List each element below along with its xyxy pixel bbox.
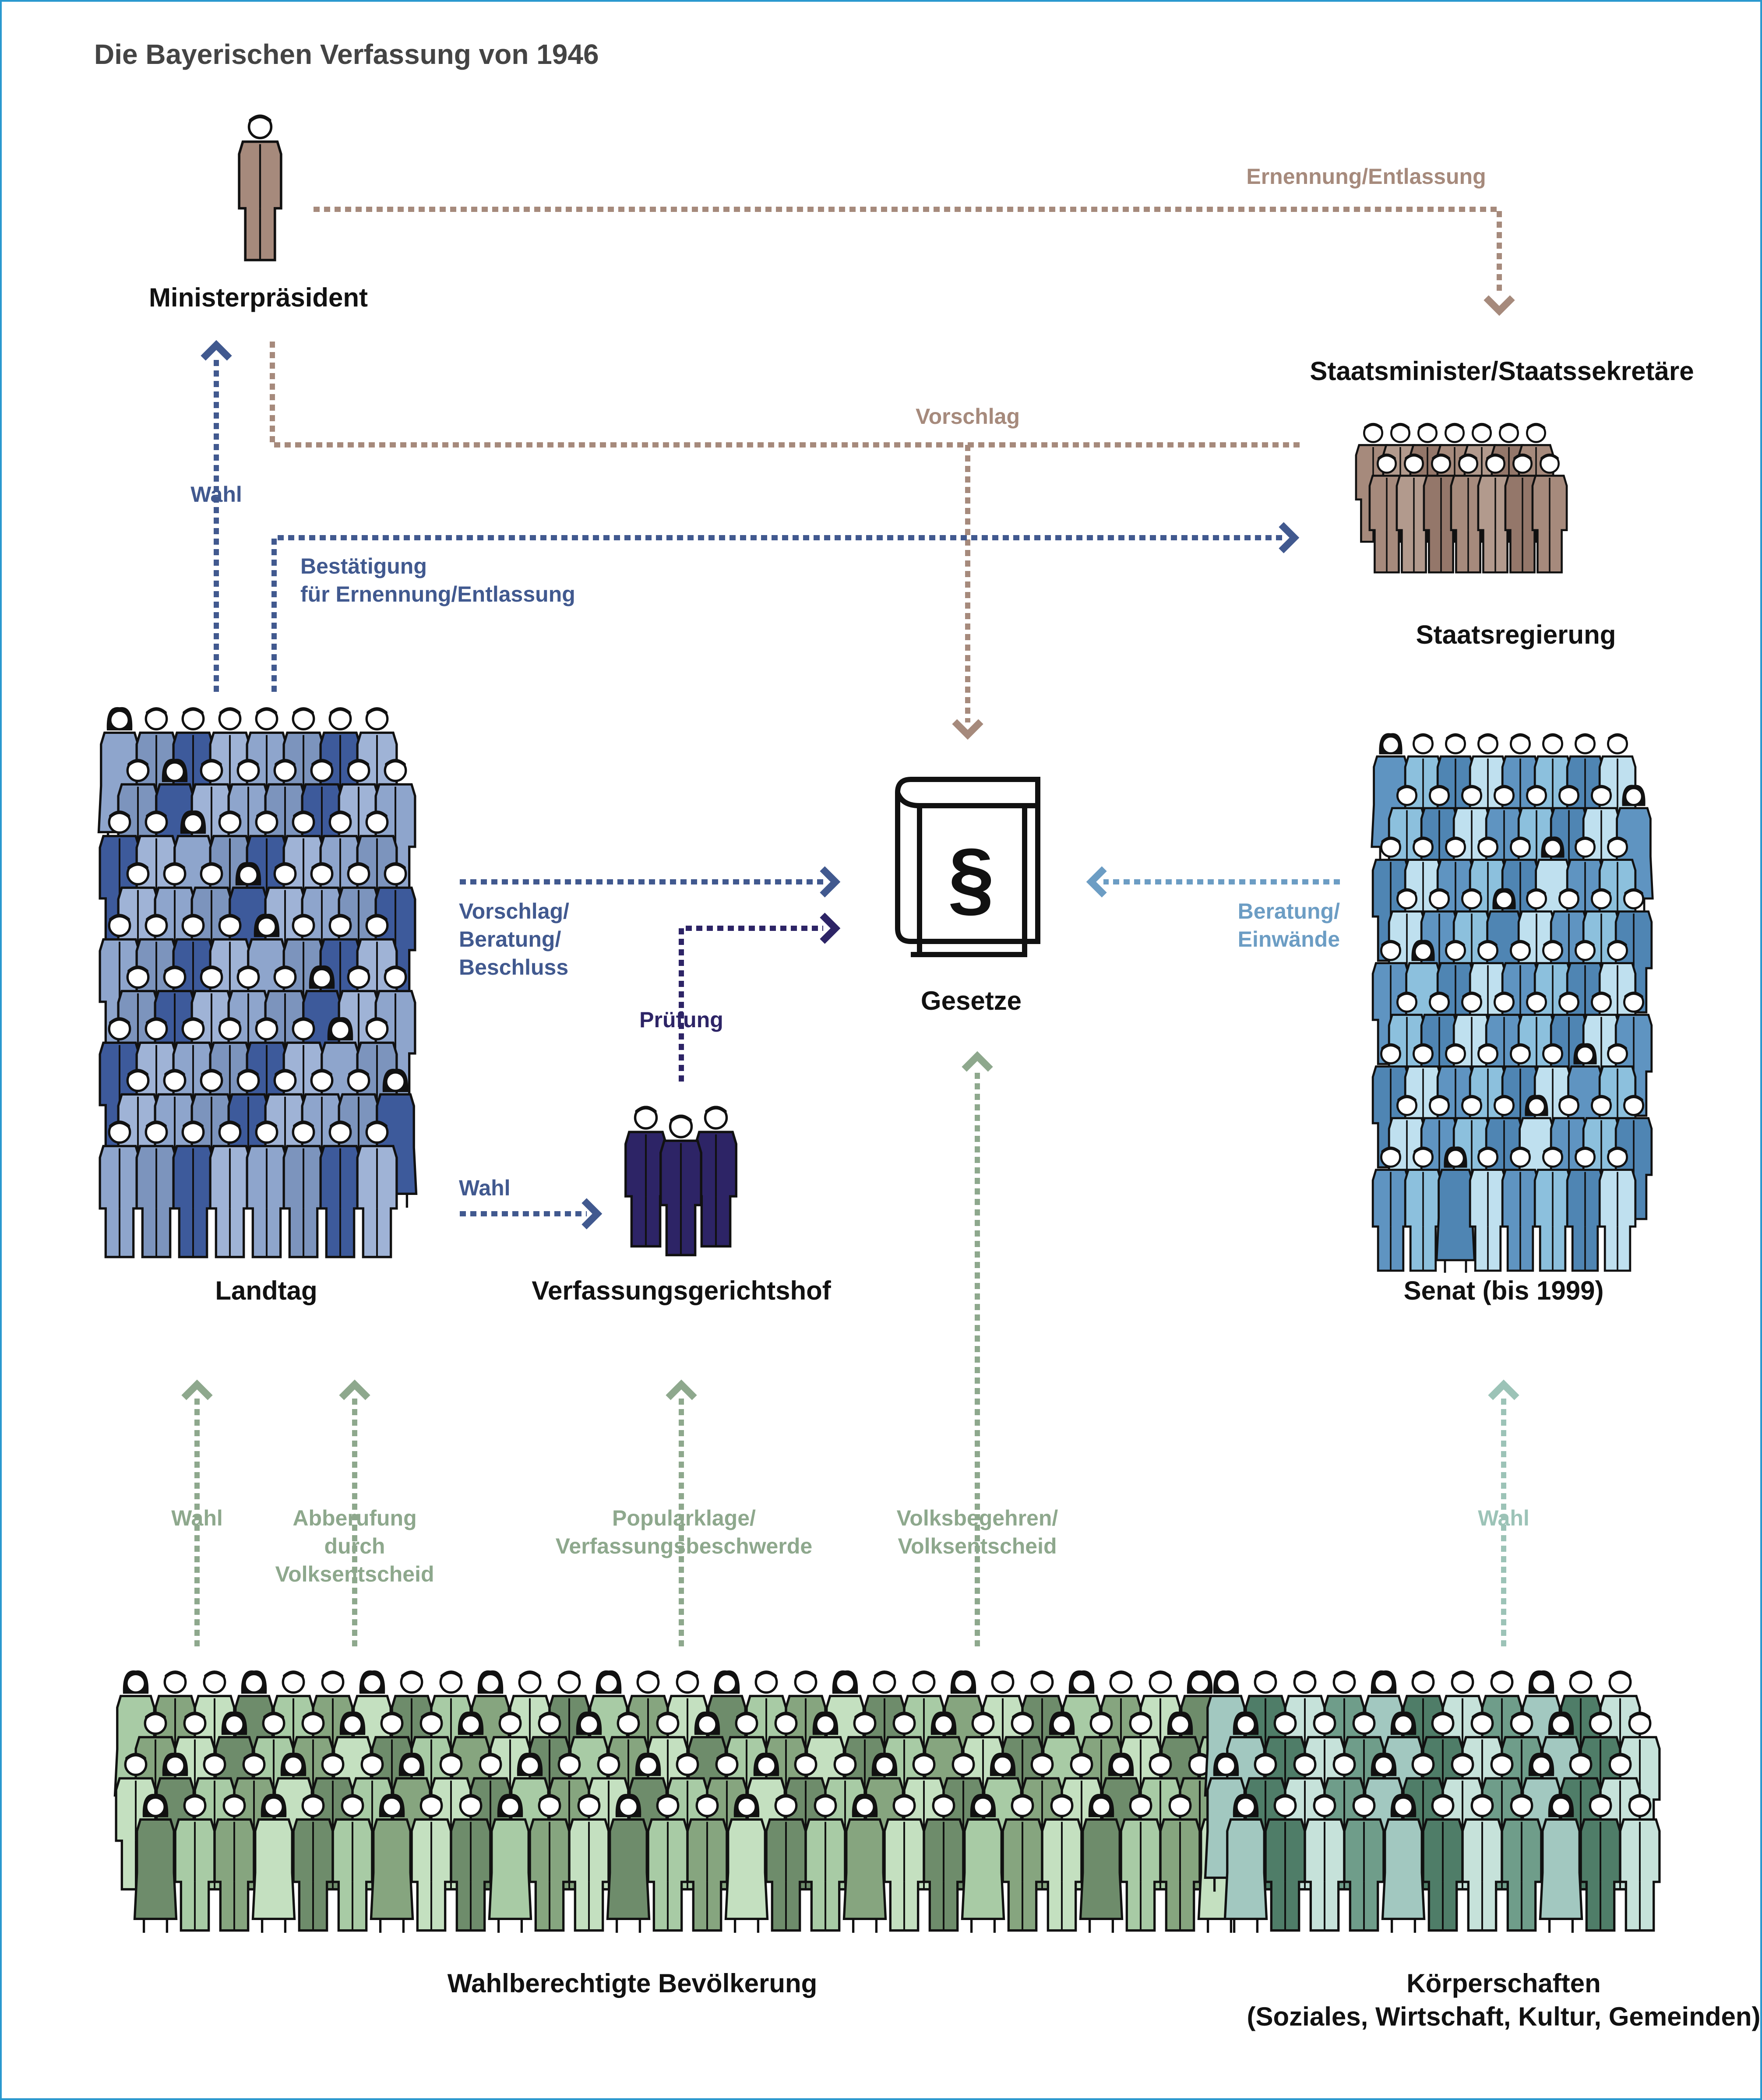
edge-label-abberufung-line3: Volksentscheid [275, 1562, 434, 1586]
ministerpraesident-figure [239, 115, 281, 260]
koerperschaften-figures [1205, 1670, 1659, 1933]
judge-icon [661, 1114, 701, 1255]
ministerpraesident-label: Ministerpräsident [149, 283, 368, 312]
bevoelkerung-label: Wahlberechtigte Bevölkerung [448, 1969, 818, 1998]
edge-wahl-mp [201, 340, 232, 692]
law-book-icon [895, 777, 1040, 957]
edge-pruefung [679, 913, 841, 1082]
edge-label-landtag-line3: Beschluss [459, 955, 568, 980]
edge-label-wahl-senat: Wahl [1478, 1506, 1529, 1530]
edge-label-bestaetigung-line1: Bestätigung [300, 554, 427, 578]
diagram-title: Die Bayerischen Verfassung von 1946 [94, 39, 599, 70]
senat-figures [1372, 733, 1653, 1272]
koerperschaften-label-line2: (Soziales, Wirtschaft, Kultur, Gemeinden… [1247, 2002, 1761, 2031]
edge-vorschlag [270, 342, 1300, 740]
edge-label-pruefung: Prüfung [639, 1008, 723, 1032]
edge-label-wahl-mp: Wahl [190, 482, 242, 507]
edge-label-landtag-line2: Beratung/ [459, 927, 561, 951]
edge-label-volks-line1: Volksbegehren/ [897, 1506, 1058, 1530]
gesetze-label: Gesetze [921, 986, 1022, 1015]
paragraph-symbol: § [948, 832, 994, 924]
edge-label-ernennung: Ernennung/Entlassung [1246, 164, 1486, 189]
edge-label-bestaetigung-line2: für Ernennung/Entlassung [300, 582, 575, 606]
edge-label-senat-line1: Beratung/ [1238, 899, 1340, 923]
edge-label-wahl-gericht: Wahl [459, 1176, 511, 1200]
senat-label: Senat (bis 1999) [1404, 1276, 1604, 1305]
landtag-label: Landtag [215, 1276, 317, 1305]
edge-popularklage [666, 1379, 697, 1646]
edge-wahl-landtag [181, 1379, 213, 1646]
edge-senat-gesetze [1086, 866, 1340, 898]
verfassungsgericht-figures [626, 1106, 736, 1255]
bevoelkerung-figures [115, 1670, 1240, 1933]
person-icon [239, 115, 281, 260]
edge-ernennung [314, 207, 1515, 316]
edge-label-senat-line2: Einwände [1238, 927, 1340, 951]
edge-landtag-gesetze [460, 866, 841, 898]
edge-label-popular-line2: Verfassungsbeschwerde [556, 1534, 812, 1558]
verfassungsgericht-label: Verfassungsgerichtshof [532, 1276, 832, 1305]
edge-wahl-senat [1488, 1379, 1519, 1646]
edge-label-abberufung-line2: durch [324, 1534, 385, 1558]
edge-label-landtag-line1: Vorschlag/ [459, 899, 569, 923]
staatsminister-label: Staatsminister/Staatssekretäre [1310, 356, 1694, 386]
koerperschaften-label-line1: Körperschaften [1406, 1969, 1600, 1998]
landtag-figures [99, 707, 416, 1257]
edge-volksbegehren [962, 1051, 993, 1646]
edge-label-abberufung-line1: Abberufung [292, 1506, 416, 1530]
staatsregierung-label: Staatsregierung [1416, 620, 1616, 649]
edge-label-volks-line2: Volksentscheid [898, 1534, 1057, 1558]
edge-abberufung [339, 1379, 370, 1646]
edge-label-vorschlag: Vorschlag [916, 404, 1020, 429]
staatsregierung-figures [1356, 423, 1567, 572]
edge-label-wahl-landtag: Wahl [171, 1506, 223, 1530]
edge-wahl-gericht [460, 1198, 603, 1230]
edge-label-popular-line1: Popularklage/ [612, 1506, 756, 1530]
edge-bestaetigung [271, 522, 1300, 692]
